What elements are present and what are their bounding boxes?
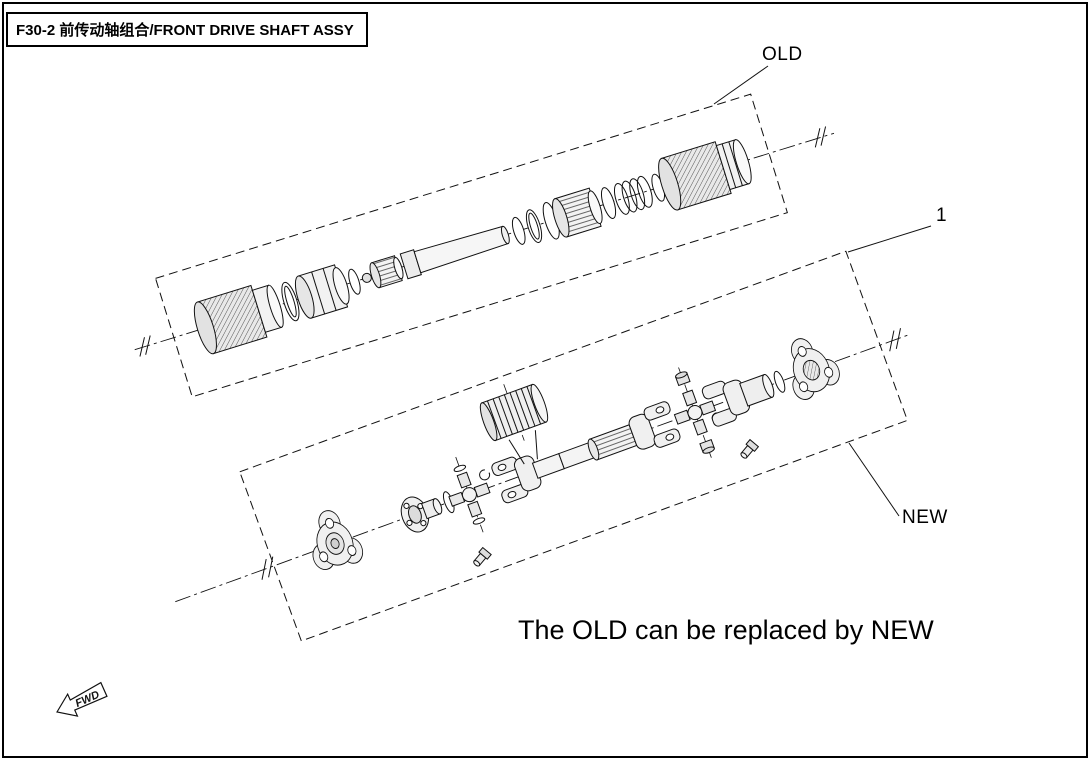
- flange-yoke-left: [312, 510, 364, 571]
- break-tick: [139, 335, 151, 357]
- yoke-shaft: [491, 452, 565, 504]
- fwd-label: FWD: [74, 689, 102, 710]
- splined-sleeve-right: [658, 139, 752, 211]
- drive-shaft: [399, 225, 510, 280]
- universal-joint-cross: [673, 367, 723, 458]
- fwd-arrow: FWD: [56, 681, 108, 717]
- ring: [511, 216, 526, 245]
- new-label: NEW: [902, 507, 948, 528]
- spline-gear: [369, 255, 404, 289]
- universal-joint-cross: [448, 456, 491, 533]
- bearing-cap: [699, 439, 715, 454]
- splined-shaft-yoke: [558, 401, 681, 470]
- ring: [600, 187, 617, 219]
- washer: [348, 268, 361, 295]
- snap-ring: [773, 370, 786, 393]
- splined-sleeve-left: [193, 284, 284, 355]
- old-label: OLD: [762, 44, 803, 65]
- item-1-leader-line: [847, 225, 932, 253]
- leader-lines: [713, 65, 932, 517]
- flange-yoke-right: [791, 338, 840, 400]
- new-boundary-box: [239, 250, 909, 642]
- title-block: F30-2 前传动轴组合/FRONT DRIVE SHAFT ASSY: [6, 12, 368, 47]
- bolt: [740, 438, 760, 459]
- break-tick: [814, 126, 827, 148]
- circlip: [479, 469, 491, 481]
- replacement-note: The OLD can be replaced by NEW: [518, 615, 934, 645]
- yoke-hub: [701, 373, 775, 427]
- old-assembly: [134, 93, 835, 398]
- page-title: F30-2 前传动轴组合/FRONT DRIVE SHAFT ASSY: [16, 22, 354, 39]
- new-leader-line: [848, 442, 900, 517]
- break-tick: [889, 328, 901, 352]
- new-assembly: [175, 250, 912, 642]
- spline-coupler: [552, 187, 603, 238]
- bolt: [473, 546, 492, 567]
- old-boundary-box: [154, 93, 788, 398]
- break-tick: [261, 556, 274, 580]
- ring-pair: [525, 209, 543, 243]
- hub-flange: [400, 496, 443, 533]
- coupling-bush: [294, 264, 350, 319]
- rubber-damper: [479, 383, 549, 465]
- snap-ring: [281, 281, 300, 322]
- spring: [613, 175, 653, 215]
- old-leader-line: [713, 65, 769, 105]
- item-1-label: 1: [936, 205, 948, 226]
- bearing-cap: [674, 371, 691, 387]
